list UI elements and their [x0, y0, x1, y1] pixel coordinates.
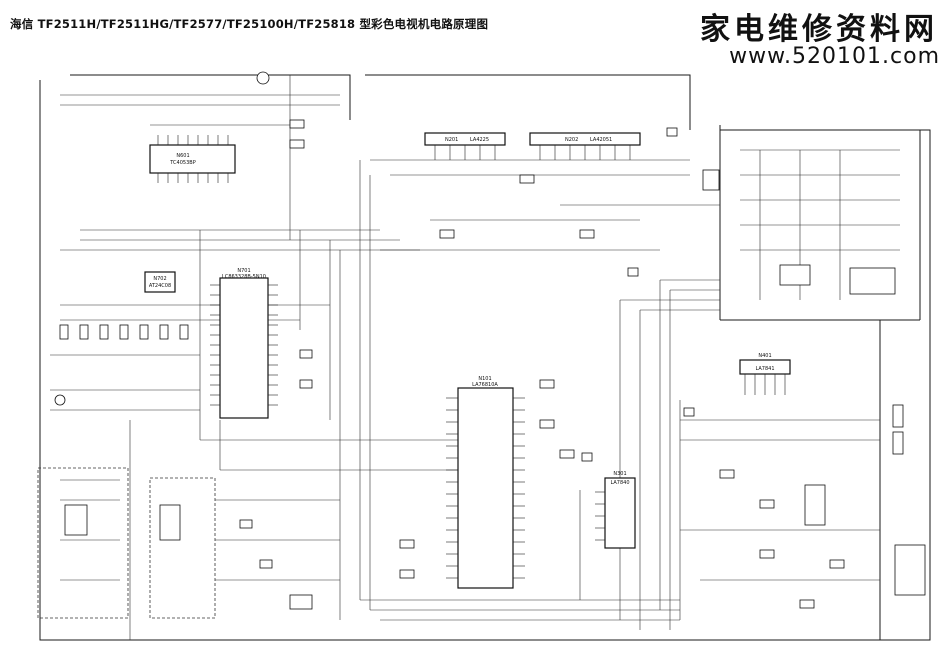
ic-n301-body	[604, 477, 636, 549]
connector-side-panel	[894, 544, 926, 596]
ground-symbols	[581, 127, 695, 462]
ic-n702-part: AT24C08	[149, 283, 171, 289]
watermark-site-name: 家电维修资料网	[700, 12, 938, 47]
bus-lines-top	[50, 94, 720, 411]
ic-n702-ref: N702	[153, 276, 166, 282]
ic-n101-body	[457, 387, 514, 589]
ic-n101-part: LA76810A	[472, 382, 498, 388]
ic-n702: N702 AT24C08	[144, 271, 176, 293]
ic-n202-ref: N202	[565, 137, 578, 143]
connector-av-out	[892, 431, 904, 455]
ic-n301-part: LA7840	[610, 480, 629, 486]
ic-n701-ref: N701	[237, 268, 250, 274]
ic-n201-part: LA4225	[470, 137, 489, 143]
power-supply-dashed-left	[37, 467, 129, 619]
flyback-transformer	[804, 484, 826, 526]
ic-n201: N201 LA4225	[424, 132, 506, 160]
crt-driver-block	[779, 264, 811, 286]
ic-n701-part: LC863328B-5N10	[222, 274, 266, 280]
ic-n202-part: LA42051	[590, 137, 612, 143]
crt-socket	[849, 267, 896, 295]
right-connectors	[702, 169, 926, 596]
ic-n601-body	[149, 144, 236, 174]
bus-lines-middle	[200, 279, 880, 621]
ic-n601-ref: N601	[176, 153, 189, 159]
ic-n401-part: LA7841	[755, 366, 774, 372]
switching-transformer	[159, 504, 181, 541]
ic-n101-ref: N101	[478, 376, 491, 382]
ic-n202-body	[529, 132, 641, 146]
ic-n401-ref: N401	[758, 353, 771, 359]
ic-n601-part: TC4053BP	[169, 160, 195, 166]
ic-n702-body	[144, 271, 176, 293]
ic-n101: N101 LA76810A	[446, 376, 525, 589]
ic-n301: N301 LA7840	[595, 471, 636, 549]
power-supply-dashed-right	[149, 477, 216, 619]
tuner-block	[702, 169, 720, 191]
passive-components	[54, 71, 845, 609]
ic-n202: N202 LA42051	[529, 132, 641, 160]
ic-n201-body	[424, 132, 506, 146]
ic-n601: N601 TC4053BP	[149, 135, 236, 183]
schematic-title: 海信 TF2511H/TF2511HG/TF2577/TF25100H/TF25…	[10, 17, 489, 31]
routing-verticals	[129, 75, 671, 640]
ic-n401: N401 LA7841	[739, 353, 791, 395]
connector-av-in	[892, 404, 904, 428]
mains-filter	[64, 504, 88, 536]
regulator-block	[289, 594, 313, 610]
power-supply-region	[37, 467, 340, 619]
crt-board	[740, 149, 900, 300]
ic-n701-body	[219, 277, 269, 419]
watermark-site-url: www.520101.com	[729, 44, 940, 69]
ic-n301-ref: N301	[613, 471, 626, 477]
ic-n201-ref: N201	[445, 137, 458, 143]
frame-wires	[39, 74, 931, 641]
crystal-oscillator	[256, 71, 270, 85]
ic-n701: N701 LC863328B-5N10	[210, 268, 278, 419]
